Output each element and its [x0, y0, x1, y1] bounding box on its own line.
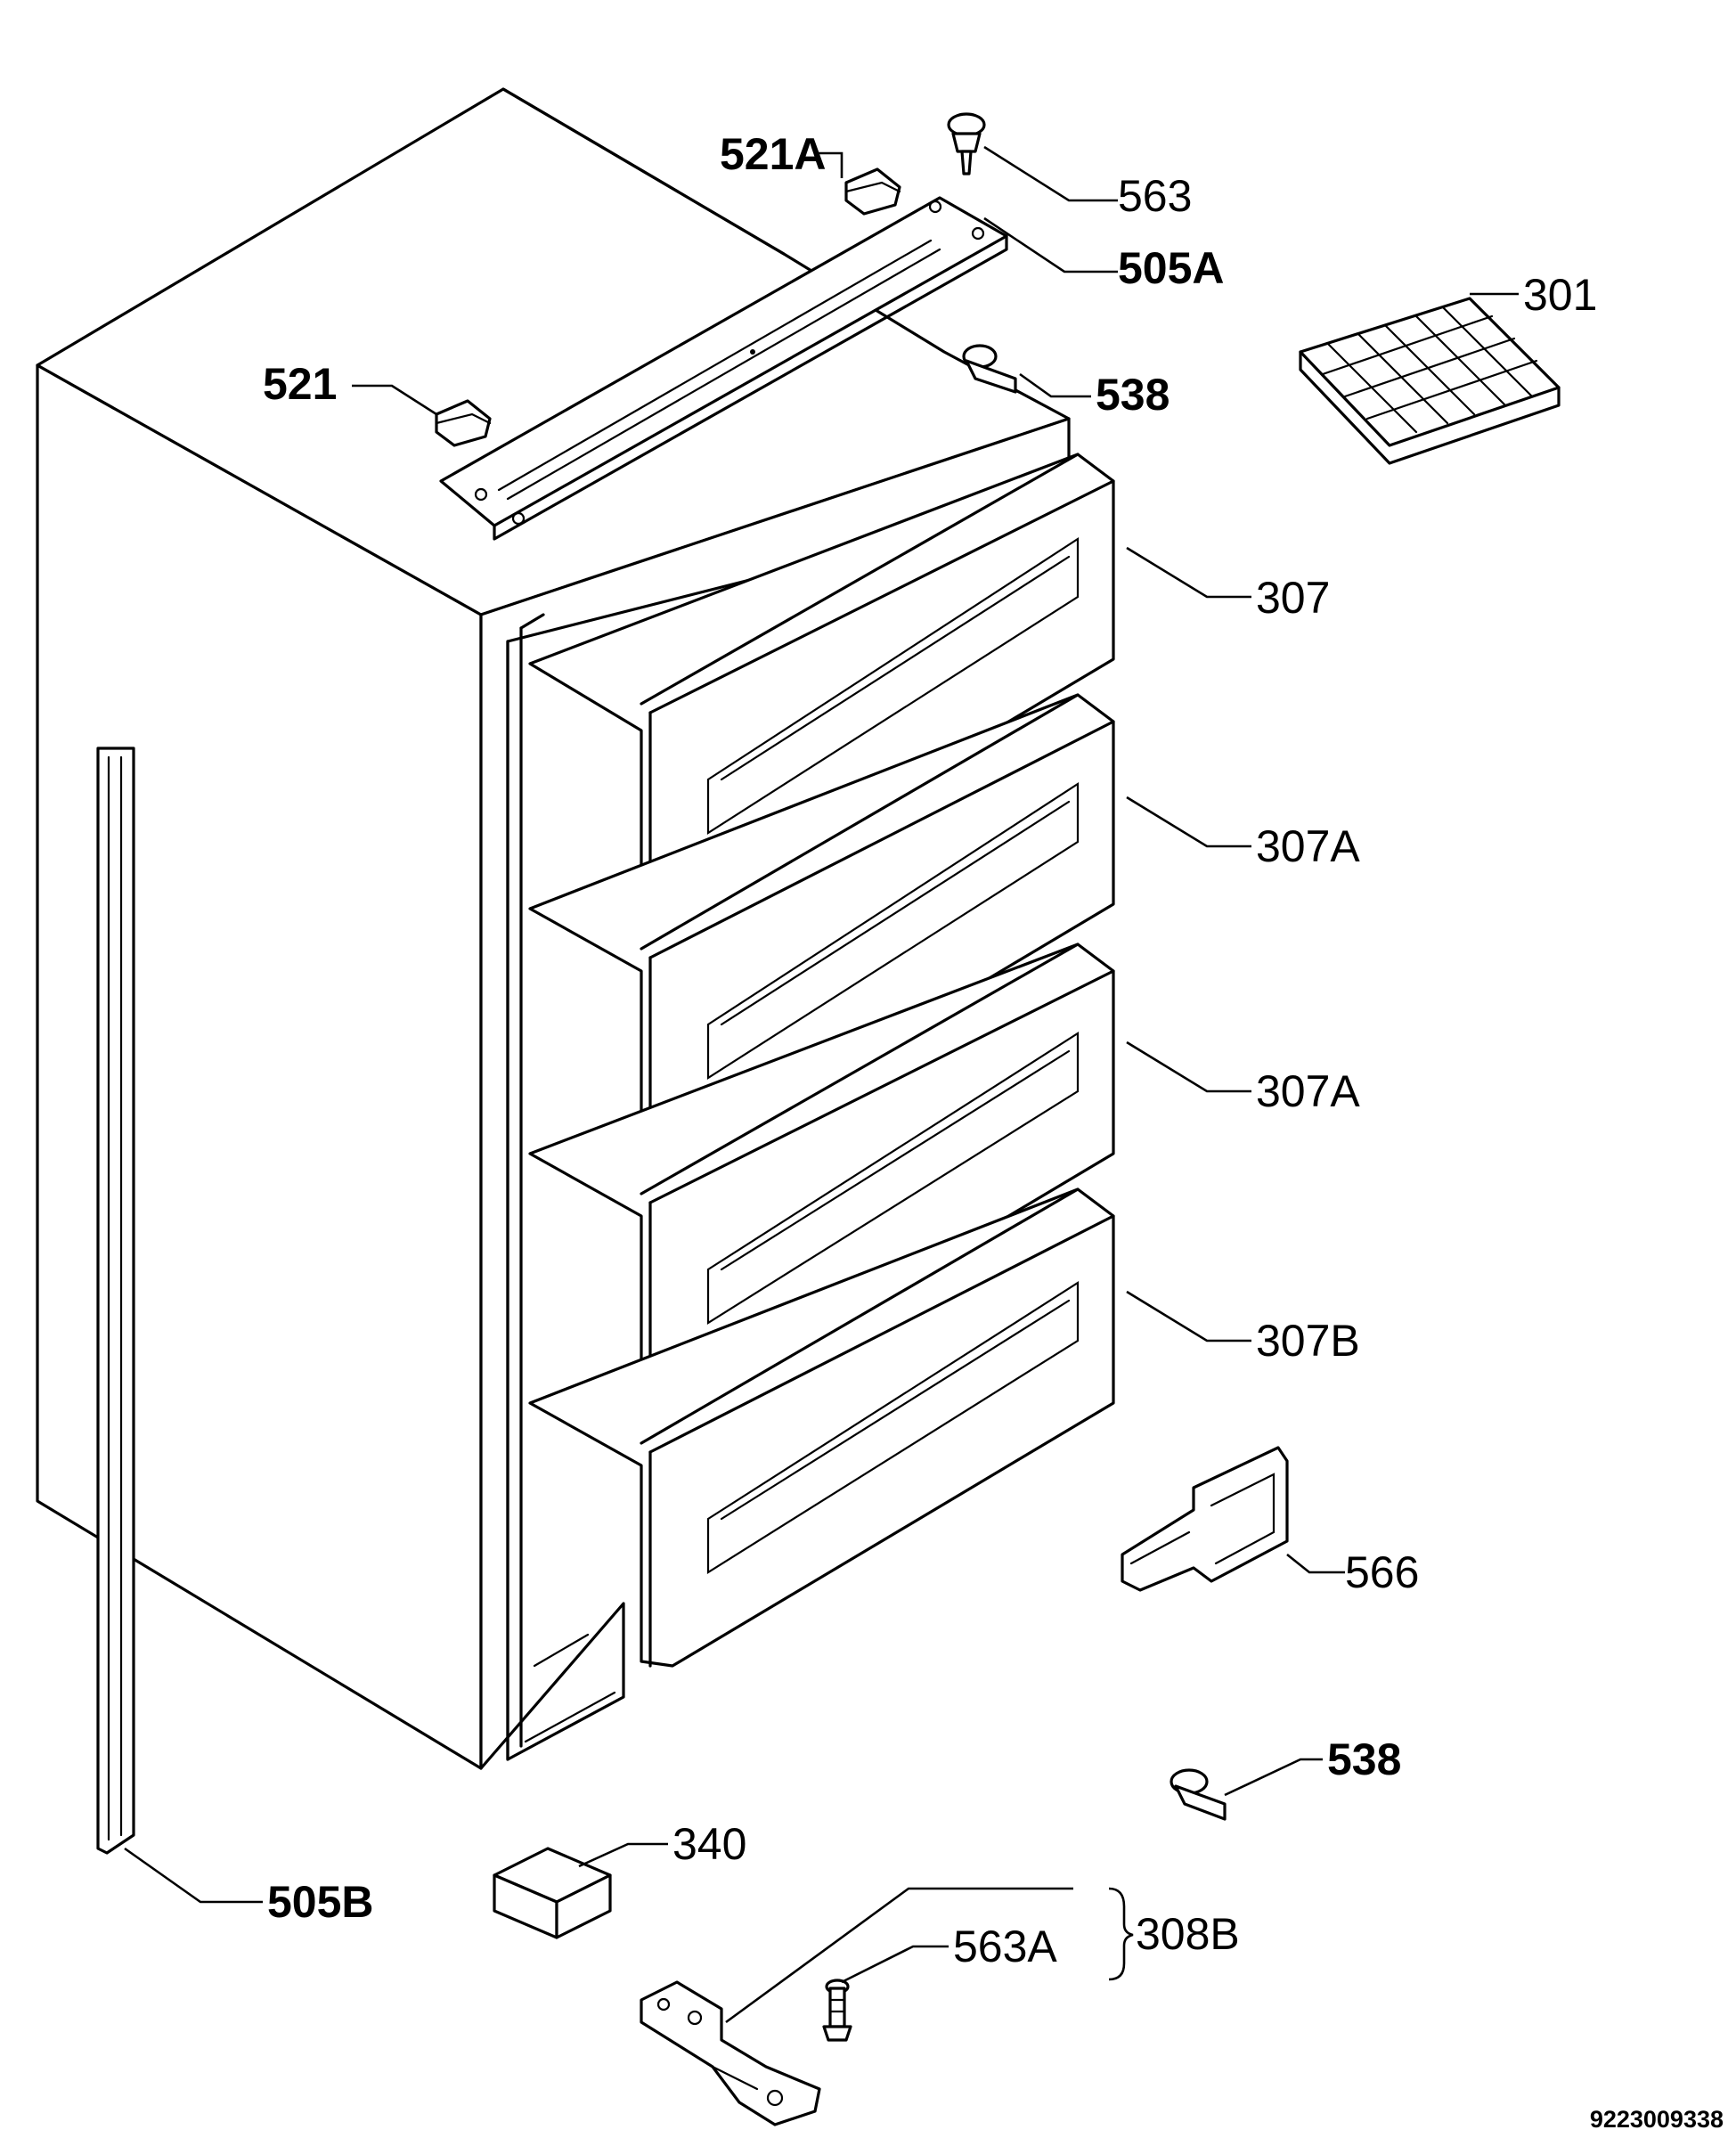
- label-307A-lower: 307A: [1256, 1066, 1360, 1116]
- label-538-top: 538: [1096, 370, 1170, 420]
- label-307B: 307B: [1256, 1316, 1360, 1366]
- freezer-drawers: [528, 453, 1115, 1668]
- ice-tray-301: [1299, 297, 1561, 465]
- label-301: 301: [1523, 270, 1597, 320]
- label-308B: 308B: [1136, 1909, 1240, 1959]
- label-505A: 505A: [1118, 243, 1225, 293]
- block-340: [493, 1847, 612, 1939]
- handle-566: [1121, 1446, 1289, 1592]
- part-labels: 521A 563 505A 301 521 538 307 307A 307A …: [263, 129, 1724, 2133]
- label-307: 307: [1256, 573, 1330, 623]
- label-563A: 563A: [953, 1922, 1057, 1971]
- freezer-cabinet: [36, 87, 1071, 1770]
- bottom-hinge-308B: [640, 1980, 821, 2126]
- label-340: 340: [672, 1819, 746, 1869]
- door-stop-538-top: [962, 344, 1017, 394]
- bolt-563: [947, 112, 986, 175]
- door-stop-538-bottom: [1170, 1768, 1227, 1821]
- label-521: 521: [263, 359, 337, 409]
- door-seal-strip: [96, 747, 135, 1855]
- top-hinge-bar: [439, 196, 1008, 541]
- label-538-bottom: 538: [1327, 1734, 1401, 1784]
- drawer-307B: [528, 1187, 1115, 1668]
- bolt-563A: [822, 1979, 852, 2042]
- label-307A-upper: 307A: [1256, 821, 1360, 871]
- document-number: 9223009338: [1590, 2106, 1724, 2133]
- label-505B: 505B: [267, 1877, 374, 1927]
- label-521A: 521A: [720, 129, 827, 179]
- hinge-cap-521A: [844, 167, 901, 216]
- label-566: 566: [1345, 1547, 1419, 1597]
- leader-lines: [124, 145, 1519, 2024]
- label-563: 563: [1118, 171, 1192, 221]
- hinge-cap-521: [435, 399, 492, 447]
